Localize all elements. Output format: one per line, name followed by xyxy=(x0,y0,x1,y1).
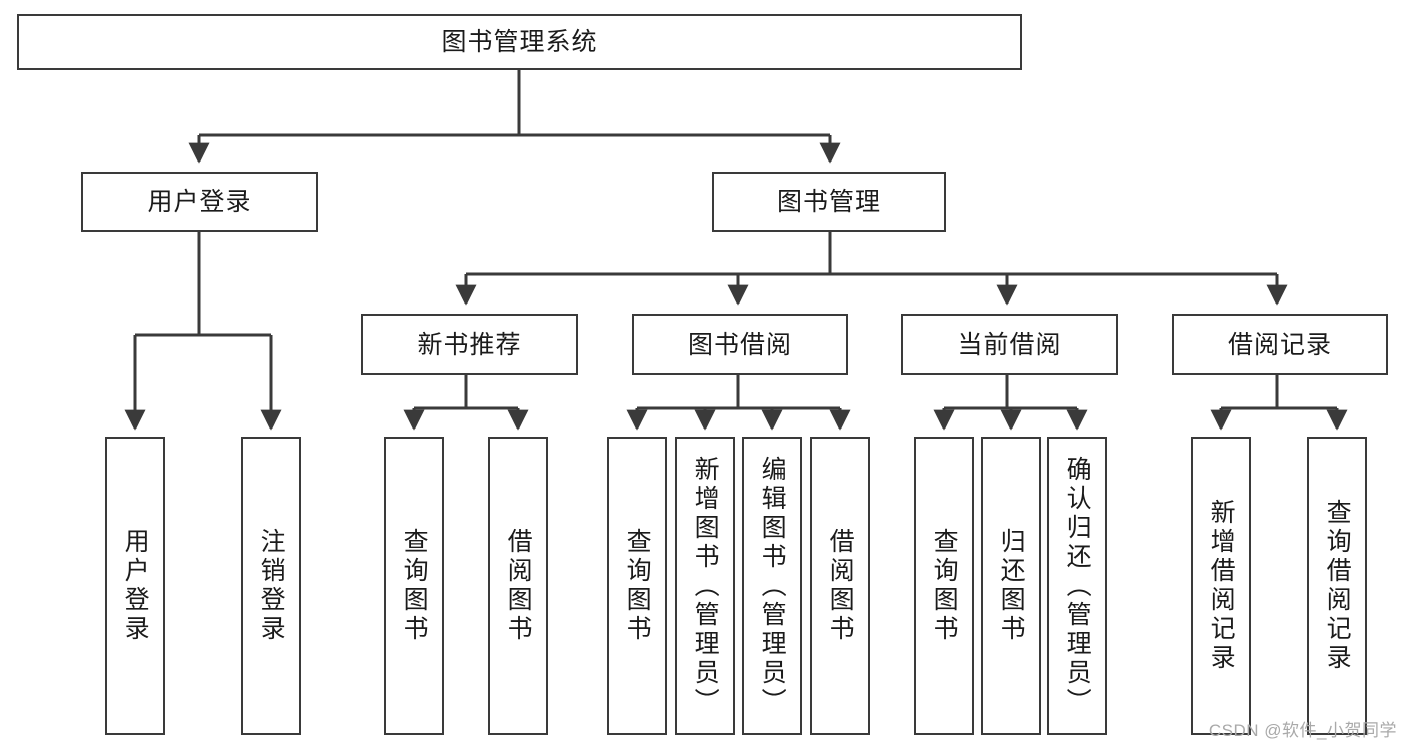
leaf-current-confirm-return-label: 确认归还（管理员） xyxy=(1063,455,1092,717)
leaf-user-login-signin[interactable]: 用户登录 xyxy=(105,437,165,735)
leaf-borrow-query-book[interactable]: 查询图书 xyxy=(607,437,667,735)
node-new-book-recommend-label: 新书推荐 xyxy=(417,330,522,359)
leaf-borrow-edit-book-label: 编辑图书（管理员） xyxy=(758,455,787,717)
leaf-new-book-query-label: 查询图书 xyxy=(400,528,429,644)
node-root[interactable]: 图书管理系统 xyxy=(17,14,1022,70)
leaf-borrow-add-book-label: 新增图书（管理员） xyxy=(691,455,720,717)
leaf-user-login-signin-label: 用户登录 xyxy=(121,528,150,644)
leaf-new-book-borrow-label: 借阅图书 xyxy=(504,528,533,644)
leaf-borrow-query-book-label: 查询图书 xyxy=(623,528,652,644)
node-root-label: 图书管理系统 xyxy=(441,28,598,56)
node-user-login-label: 用户登录 xyxy=(147,188,252,216)
leaf-record-add[interactable]: 新增借阅记录 xyxy=(1191,437,1251,735)
leaf-current-query-book[interactable]: 查询图书 xyxy=(914,437,974,735)
node-book-management-label: 图书管理 xyxy=(776,188,881,216)
node-book-borrow-label: 图书借阅 xyxy=(687,330,792,359)
node-borrow-record-label: 借阅记录 xyxy=(1227,330,1332,359)
node-borrow-record[interactable]: 借阅记录 xyxy=(1172,314,1388,375)
leaf-new-book-borrow[interactable]: 借阅图书 xyxy=(488,437,548,735)
leaf-record-query-label: 查询借阅记录 xyxy=(1323,499,1352,673)
leaf-current-confirm-return[interactable]: 确认归还（管理员） xyxy=(1047,437,1107,735)
leaf-record-add-label: 新增借阅记录 xyxy=(1207,499,1236,673)
node-book-borrow[interactable]: 图书借阅 xyxy=(632,314,848,375)
leaf-current-query-book-label: 查询图书 xyxy=(930,528,959,644)
node-new-book-recommend[interactable]: 新书推荐 xyxy=(361,314,578,375)
leaf-borrow-add-book[interactable]: 新增图书（管理员） xyxy=(675,437,735,735)
leaf-new-book-query[interactable]: 查询图书 xyxy=(384,437,444,735)
leaf-user-login-signout[interactable]: 注销登录 xyxy=(241,437,301,735)
leaf-borrow-edit-book[interactable]: 编辑图书（管理员） xyxy=(742,437,802,735)
watermark-text: CSDN @软件_小贺同学 xyxy=(1208,721,1397,740)
leaf-user-login-signout-label: 注销登录 xyxy=(257,528,286,644)
node-current-borrow-label: 当前借阅 xyxy=(957,330,1062,359)
leaf-borrow-borrow-book-label: 借阅图书 xyxy=(826,528,855,644)
node-user-login[interactable]: 用户登录 xyxy=(81,172,318,232)
leaf-borrow-borrow-book[interactable]: 借阅图书 xyxy=(810,437,870,735)
leaf-current-return-book-label: 归还图书 xyxy=(997,528,1026,644)
node-current-borrow[interactable]: 当前借阅 xyxy=(901,314,1118,375)
node-book-management[interactable]: 图书管理 xyxy=(712,172,946,232)
leaf-current-return-book[interactable]: 归还图书 xyxy=(981,437,1041,735)
leaf-record-query[interactable]: 查询借阅记录 xyxy=(1307,437,1367,735)
